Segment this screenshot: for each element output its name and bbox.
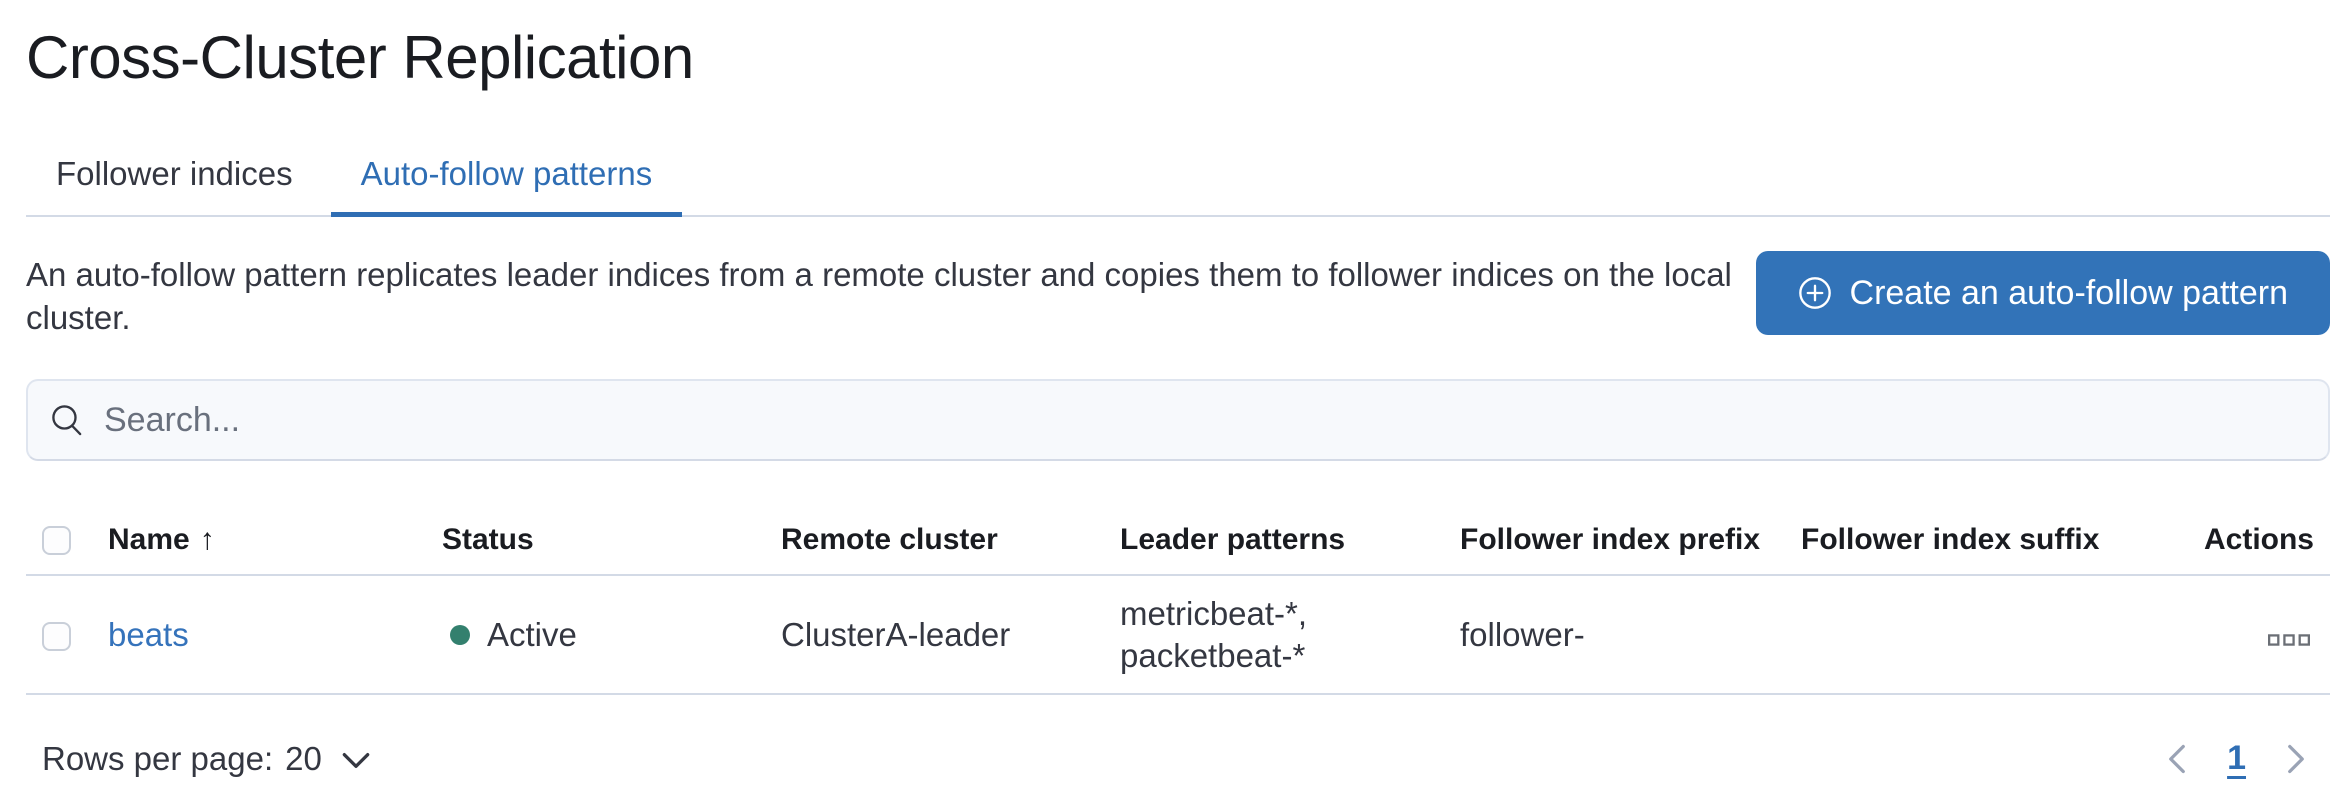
column-header-leader-patterns: Leader patterns xyxy=(1120,505,1460,576)
column-header-name-label: Name xyxy=(108,522,190,556)
leader-patterns-cell: metricbeat-*, packetbeat-* xyxy=(1120,575,1460,695)
column-header-remote-cluster: Remote cluster xyxy=(781,505,1120,576)
select-all-checkbox[interactable] xyxy=(42,526,71,556)
select-row-checkbox[interactable] xyxy=(42,622,71,652)
plus-in-circle-icon xyxy=(1798,277,1831,309)
row-actions-button[interactable] xyxy=(2264,628,2314,652)
follower-index-suffix-cell xyxy=(1801,575,2150,695)
table-footer: Rows per page: 20 1 xyxy=(26,739,2330,778)
status-label: Active xyxy=(487,616,577,653)
column-header-name[interactable]: Name ↑ xyxy=(108,505,442,576)
remote-cluster-cell: ClusterA-leader xyxy=(781,575,1120,695)
chevron-right-icon xyxy=(2288,744,2304,773)
health-dot-icon xyxy=(450,625,470,645)
table-row-beats: beats Active ClusterA-leader metricbeat-… xyxy=(26,575,2330,695)
column-header-actions: Actions xyxy=(2150,505,2330,576)
tab-bar: Follower indices Auto-follow patterns xyxy=(26,138,2330,217)
next-page-button[interactable] xyxy=(2282,740,2310,778)
rows-per-page-value: 20 xyxy=(285,739,322,777)
chevron-left-icon xyxy=(2169,744,2185,773)
chevron-down-icon xyxy=(342,753,370,768)
pattern-name-link[interactable]: beats xyxy=(108,615,189,653)
search-box xyxy=(26,379,2330,461)
auto-follow-description: An auto-follow pattern replicates leader… xyxy=(26,256,1732,336)
page-number-1[interactable]: 1 xyxy=(2227,739,2246,777)
create-button-label: Create an auto-follow pattern xyxy=(1849,273,2288,312)
pagination: 1 xyxy=(2163,739,2310,778)
previous-page-button[interactable] xyxy=(2163,740,2191,778)
column-header-status: Status xyxy=(442,505,781,576)
intro-section: An auto-follow pattern replicates leader… xyxy=(26,251,2330,339)
status-badge: Active xyxy=(442,616,577,654)
column-header-follower-index-prefix: Follower index prefix xyxy=(1460,505,1801,576)
search-input[interactable] xyxy=(104,381,2306,459)
tab-auto-follow-patterns[interactable]: Auto-follow patterns xyxy=(330,138,683,217)
create-auto-follow-pattern-button[interactable]: Create an auto-follow pattern xyxy=(1755,251,2330,335)
search-icon xyxy=(52,405,82,436)
page-title: Cross-Cluster Replication xyxy=(26,24,694,91)
table-header-row: Name ↑ Status Remote cluster Leader patt… xyxy=(26,505,2330,576)
follower-index-prefix-cell: follower- xyxy=(1460,575,1801,695)
rows-per-page-label: Rows per page: xyxy=(42,739,274,777)
rows-per-page-button[interactable]: Rows per page: 20 xyxy=(42,740,370,778)
auto-follow-patterns-table: Name ↑ Status Remote cluster Leader patt… xyxy=(26,505,2330,695)
tab-follower-indices[interactable]: Follower indices xyxy=(56,155,293,192)
column-header-follower-index-suffix: Follower index suffix xyxy=(1801,505,2150,576)
boxes-horizontal-icon xyxy=(2268,633,2310,646)
sort-ascending-icon: ↑ xyxy=(199,522,215,556)
